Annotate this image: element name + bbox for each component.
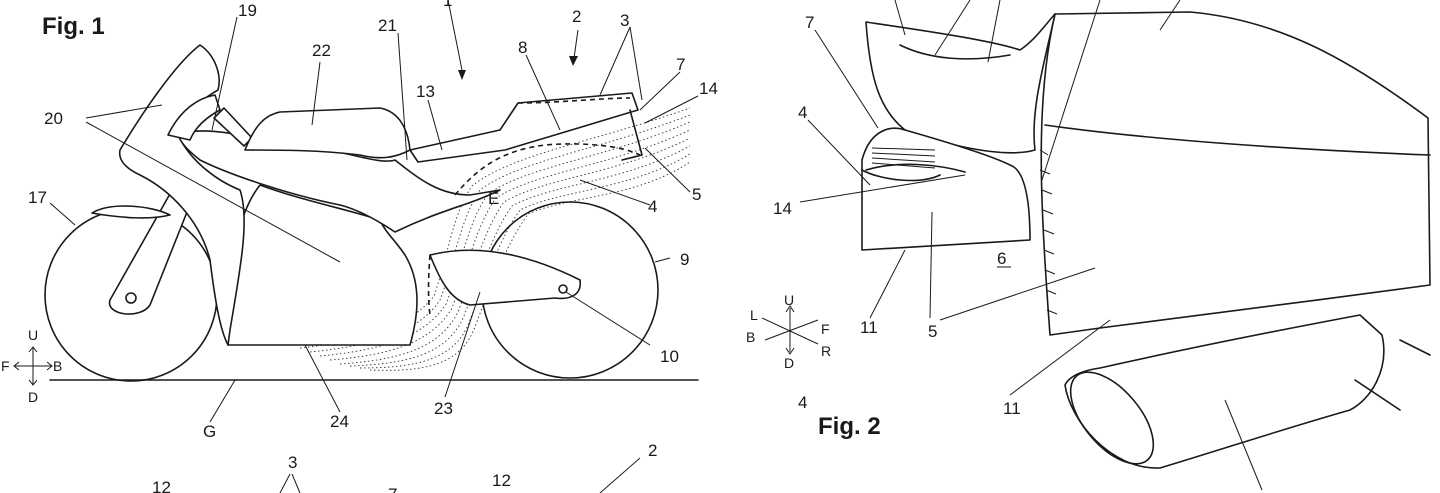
fig1-dir-down: D: [28, 389, 38, 405]
rear-body-panel: [1040, 11, 1431, 336]
fig1-label-22: 22: [312, 41, 331, 60]
fig2-label-7: 7: [805, 13, 814, 32]
arrow-2-line: [573, 29, 579, 59]
arrow-2: [569, 56, 578, 66]
fig2-dir-front: F: [821, 321, 830, 337]
fig2-direction-compass: [761, 305, 819, 355]
intake-inner-edge: [899, 44, 1011, 60]
fig3-label-12a: 12: [152, 478, 171, 493]
fig2-leader-lines: [799, 0, 1263, 491]
fig1-label-7: 7: [676, 55, 685, 74]
fig2-label-4-top: 4: [798, 103, 807, 122]
exhaust-edge: [1354, 339, 1431, 411]
fig1-label-14: 14: [699, 79, 718, 98]
fig2-label-5: 5: [928, 322, 937, 341]
fig2-dir-back: B: [746, 329, 755, 345]
front-fork: [108, 184, 196, 315]
fig1-caption: Fig. 1: [42, 13, 105, 40]
fig1-label-13: 13: [416, 82, 435, 101]
front-axle: [125, 292, 137, 304]
fig1-label-8: 8: [518, 38, 527, 57]
panel-crease: [1044, 124, 1431, 156]
fig2-dir-down: D: [784, 355, 794, 371]
fig1-label-E: E: [488, 189, 499, 208]
fig1-label-3: 3: [620, 11, 629, 30]
fig1-label-1: 1: [443, 0, 452, 10]
fig1-direction-compass: [13, 346, 53, 386]
tail-section: [409, 92, 639, 163]
fig3-label-12b: 12: [492, 471, 511, 490]
exhaust-outlet: [1069, 371, 1155, 465]
fig1-label-19: 19: [238, 1, 257, 20]
fig1-leader-lines: [49, 0, 699, 423]
fig3-label-3: 3: [288, 453, 297, 472]
fig2-label-14: 14: [773, 199, 792, 218]
front-fairing: [118, 44, 245, 346]
fig1-dir-up: U: [28, 327, 38, 343]
duct-ribs: [871, 147, 936, 169]
fig1-dir-front: F: [1, 358, 10, 374]
fig1-label-G: G: [203, 422, 216, 441]
fig2-dir-up: U: [784, 292, 794, 308]
underbody-dashed: [427, 254, 431, 316]
fig2-caption: Fig. 2: [818, 413, 881, 440]
fig1-label-21: 21: [378, 16, 397, 35]
fig2-label-4: 4: [798, 393, 807, 412]
fig1-label-17: 17: [28, 188, 47, 207]
duct-inner-line: [865, 163, 966, 173]
tail-dashed-outline: [517, 97, 631, 104]
fig2-dir-left: L: [750, 307, 758, 323]
fig2-duct-detail: [761, 0, 1431, 491]
duct-curve: [861, 169, 941, 182]
fig3-label-2: 2: [648, 441, 657, 460]
fig1-label-2: 2: [572, 7, 581, 26]
duct-body: [861, 127, 1031, 251]
fig1-motorcycle-side-view: [13, 0, 699, 423]
windscreen: [167, 94, 221, 141]
fig1-label-20: 20: [44, 109, 63, 128]
swing-arm: [429, 249, 581, 306]
front-fender: [91, 205, 171, 219]
fig1-label-4: 4: [648, 197, 657, 216]
fig2-label-11a: 11: [860, 318, 878, 337]
fig1-dir-back: B: [53, 358, 62, 374]
exhaust-duct-outline: [454, 143, 641, 196]
fig2-label-11b: 11: [1003, 399, 1021, 418]
fig1-label-10: 10: [660, 347, 679, 366]
fig2-label-6: 6: [997, 249, 1006, 268]
fig2-dir-right: R: [821, 343, 831, 359]
fig3-partial: [279, 457, 641, 493]
fig1-label-23: 23: [434, 399, 453, 418]
fig3-label-7: 7: [388, 485, 397, 493]
seat-cover: [244, 107, 411, 159]
rear-axle: [558, 284, 568, 294]
rear-duct-lip: [621, 109, 643, 161]
duct-intake: [865, 13, 1056, 154]
fig1-label-24: 24: [330, 412, 349, 431]
exhaust-pipe: [1064, 314, 1385, 469]
arrow-1: [458, 70, 466, 80]
fig1-label-5: 5: [692, 185, 701, 204]
fig1-label-9: 9: [680, 250, 689, 269]
